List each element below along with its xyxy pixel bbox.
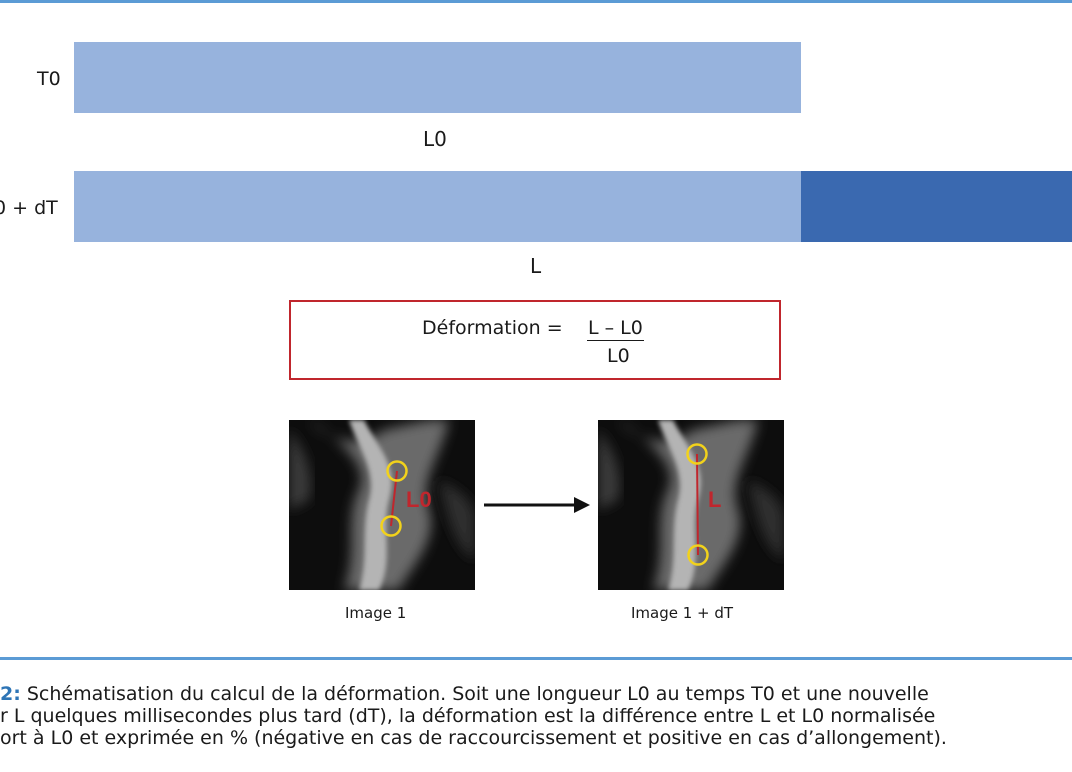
caption-line-2: r L quelques millisecondes plus tard (dT… xyxy=(0,705,936,727)
echo-image-2: L xyxy=(598,420,784,590)
caption-line-3: ort à L0 et exprimée en % (négative en c… xyxy=(0,727,947,749)
arrow-right-icon xyxy=(484,497,590,513)
bottom-rule xyxy=(0,657,1072,660)
caption-line-1-text: Schématisation du calcul de la déformati… xyxy=(20,683,929,705)
formula-numerator: L – L0 xyxy=(587,317,644,341)
figure-caption: 2: Schématisation du calcul de la déform… xyxy=(0,683,1072,749)
bar-l-extension xyxy=(801,171,1072,242)
image-2-caption: Image 1 + dT xyxy=(631,604,734,622)
caption-prefix: 2: xyxy=(0,683,21,705)
formula-box: Déformation = L – L0 L0 xyxy=(289,300,781,380)
segment-l xyxy=(696,453,699,556)
marker-bottom xyxy=(380,515,402,537)
bar-l-base xyxy=(74,171,801,242)
marker-top xyxy=(686,443,708,465)
top-rule xyxy=(0,0,1072,3)
length-label-l0: L0 xyxy=(423,127,447,151)
segment-label-l: L xyxy=(708,487,721,512)
image-1-caption: Image 1 xyxy=(345,604,407,622)
segment-label-l0: L0 xyxy=(406,487,432,512)
marker-bottom xyxy=(687,544,709,566)
marker-top xyxy=(386,460,408,482)
length-label-l: L xyxy=(530,254,542,278)
echo-image-1: L0 xyxy=(289,420,475,590)
bar-l0 xyxy=(74,42,801,113)
caption-line-1: 2: Schématisation du calcul de la déform… xyxy=(0,683,1072,705)
row-label-t0: T0 xyxy=(37,68,61,90)
formula-denominator: L0 xyxy=(607,345,630,367)
formula-lhs: Déformation = xyxy=(422,317,563,339)
row-label-t0-dt: 0 + dT xyxy=(0,197,58,219)
